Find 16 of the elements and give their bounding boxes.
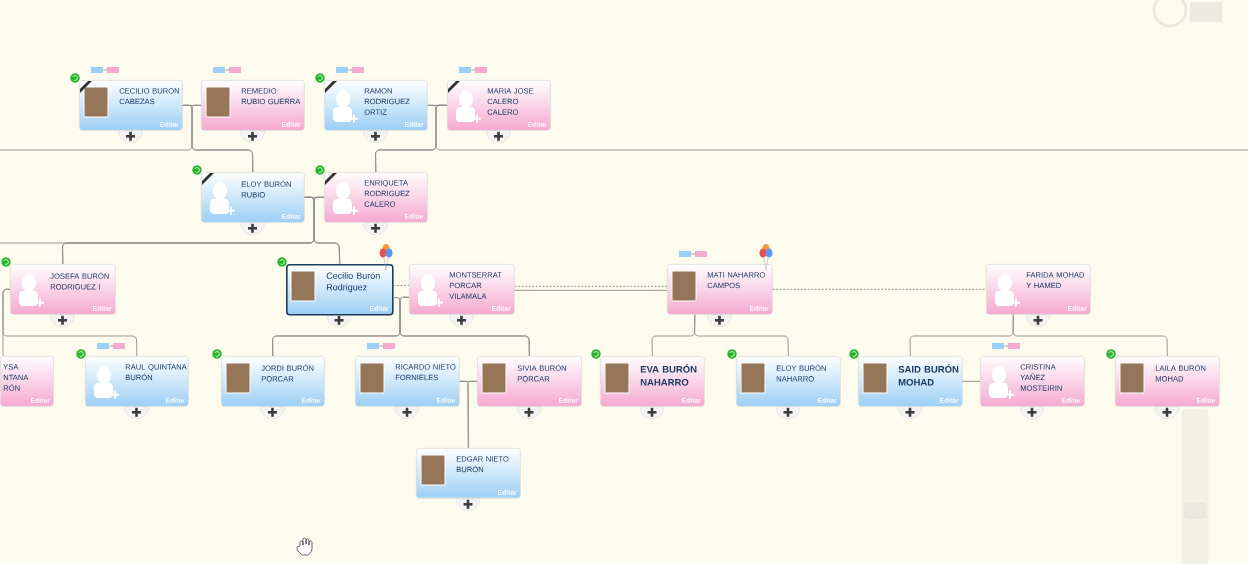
family-line [694,314,789,357]
family-line [962,380,981,382]
family-line [393,284,410,287]
family-line [0,196,315,244]
family-line [0,104,193,151]
family-line [2,288,138,357]
person-name: Cecilio Burón Rodriguez [326,272,380,293]
family-line [514,285,668,287]
family-line [435,104,1248,151]
person-name: SAID BURÓN MOHAD [898,364,959,386]
family-line [313,196,341,265]
family-line [514,289,668,291]
family-line [1012,314,1168,357]
family-line [467,380,478,449]
family-line [772,288,987,290]
person-name: EVA BURÓN NAHARRO [640,364,697,386]
